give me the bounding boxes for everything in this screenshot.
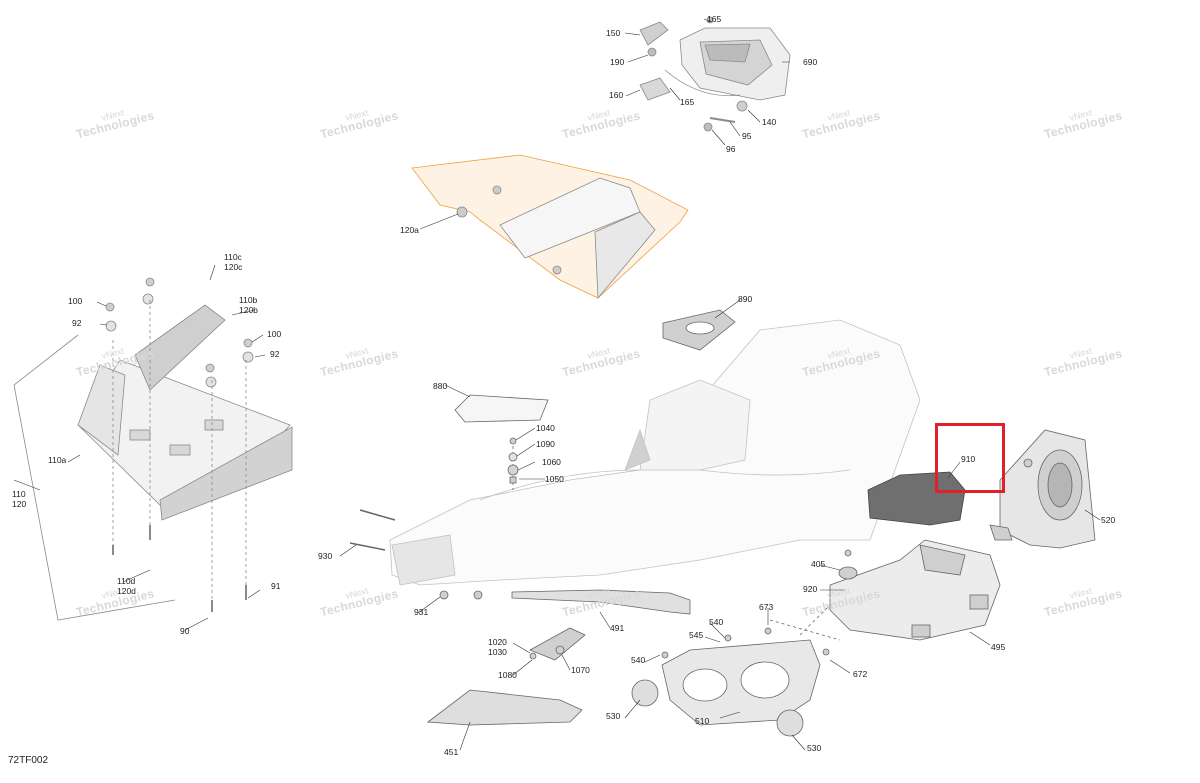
callout-label[interactable]: 120: [12, 499, 27, 509]
callout-label[interactable]: 1060: [542, 457, 561, 467]
callout-label[interactable]: 673: [759, 602, 774, 612]
callout-label[interactable]: 495: [991, 642, 1006, 652]
callout-label[interactable]: 530: [807, 743, 822, 753]
callout-label[interactable]: 120c: [224, 262, 243, 272]
part-491-strip: [511, 589, 691, 615]
figure-code: 72TF002: [8, 755, 49, 766]
callout-label[interactable]: 1050: [545, 474, 564, 484]
callout-label[interactable]: 931: [414, 607, 429, 617]
callout-label[interactable]: 96: [726, 144, 736, 154]
callout-label[interactable]: 920: [803, 584, 818, 594]
callout-label[interactable]: 910: [961, 454, 976, 464]
callout-label[interactable]: 110b: [239, 295, 258, 305]
callout-label[interactable]: 165: [707, 14, 722, 24]
main-body-outline: [389, 319, 921, 586]
callout-label[interactable]: 120d: [117, 586, 136, 596]
callout-label[interactable]: 672: [853, 669, 868, 679]
callout-label[interactable]: 690: [803, 57, 818, 67]
callout-label[interactable]: 120a: [400, 225, 419, 235]
callout-label[interactable]: 520: [1101, 515, 1116, 525]
part-1020-bracket: [529, 627, 586, 661]
part-690-bracket: [639, 16, 791, 132]
callout-label[interactable]: 140: [762, 117, 777, 127]
callout-label[interactable]: 160: [609, 90, 624, 100]
callout-label[interactable]: 545: [689, 630, 704, 640]
part-520-panel: [989, 429, 1096, 549]
callout-label[interactable]: 95: [742, 131, 752, 141]
callout-label[interactable]: 120b: [239, 305, 258, 315]
part-451-trim: [426, 689, 583, 726]
callout-label[interactable]: 930: [318, 551, 333, 561]
part-120a-footrest: [411, 154, 689, 300]
callout-label[interactable]: 1020: [488, 637, 507, 647]
callout-label[interactable]: 1030: [488, 647, 507, 657]
part-880-pad: [454, 394, 549, 423]
callout-label[interactable]: 150: [606, 28, 621, 38]
callout-label[interactable]: 530: [606, 711, 621, 721]
part-110-footrest-assembly: [13, 277, 293, 621]
callout-label[interactable]: 110a: [48, 455, 67, 465]
callout-label[interactable]: 110c: [224, 252, 242, 262]
callout-label[interactable]: 1080: [498, 670, 517, 680]
callout-label[interactable]: 91: [271, 581, 281, 591]
callout-label[interactable]: 880: [433, 381, 448, 391]
callout-label[interactable]: 510: [695, 716, 710, 726]
callout-label[interactable]: 1070: [571, 665, 590, 675]
callout-label[interactable]: 540: [631, 655, 646, 665]
highlight-box-910: [935, 423, 1005, 493]
callout-label[interactable]: 110d: [117, 576, 136, 586]
callout-label[interactable]: 90: [180, 626, 190, 636]
callout-label[interactable]: 110: [12, 489, 26, 499]
callout-label[interactable]: 100: [68, 296, 83, 306]
part-910-mat: [867, 471, 966, 526]
callout-label[interactable]: 890: [738, 294, 753, 304]
callout-label[interactable]: 540: [709, 617, 724, 627]
callout-label[interactable]: 491: [610, 623, 625, 633]
callout-label[interactable]: 92: [270, 349, 280, 359]
part-495-lower-panel: [764, 539, 1001, 641]
callout-label[interactable]: 165: [680, 97, 695, 107]
callout-label[interactable]: 92: [72, 318, 82, 328]
callout-label[interactable]: 100: [267, 329, 282, 339]
callout-label[interactable]: 451: [444, 747, 459, 757]
callout-label[interactable]: 1040: [536, 423, 555, 433]
callout-label[interactable]: 190: [610, 57, 625, 67]
callout-label[interactable]: 405: [811, 559, 826, 569]
callout-label[interactable]: 1090: [536, 439, 555, 449]
part-510-frame: [631, 634, 830, 737]
